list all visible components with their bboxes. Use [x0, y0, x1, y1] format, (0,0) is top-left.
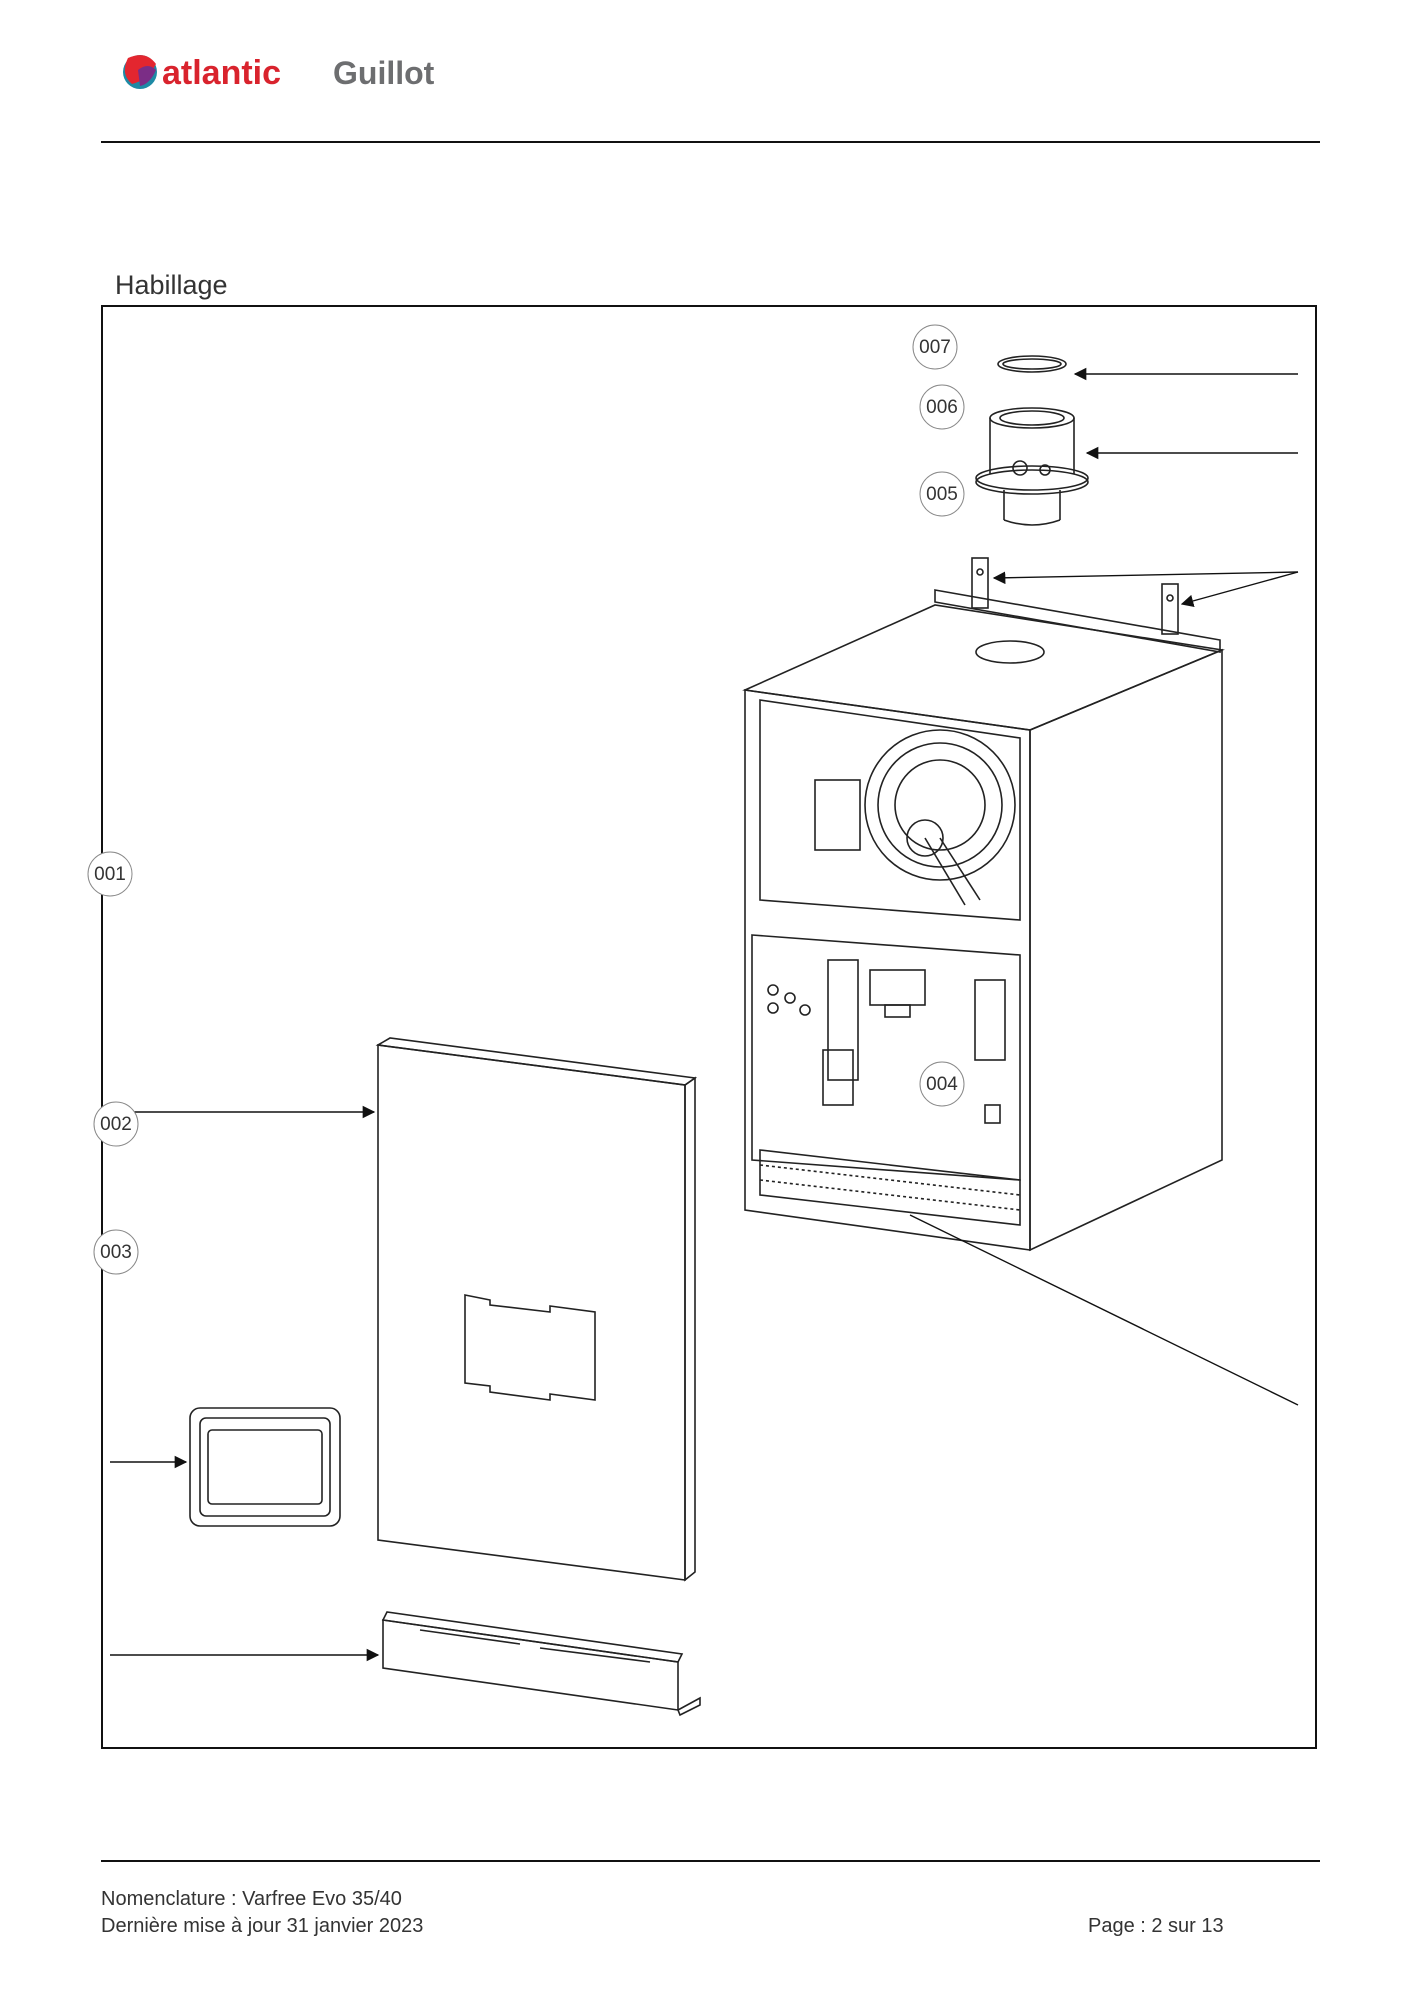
- display-frame-part: [189, 1407, 341, 1527]
- callout-005: 005: [926, 484, 958, 505]
- footer-nomenclature: Nomenclature : Varfree Evo 35/40: [101, 1888, 402, 1910]
- hanging-bracket-left: [971, 557, 989, 609]
- callout-004: 004: [926, 1074, 958, 1095]
- brand-logo: atlantic Guillot: [123, 54, 435, 92]
- flue-adapter-part: [975, 407, 1089, 526]
- callout-003: 003: [100, 1242, 132, 1263]
- footer-divider: [101, 1860, 1320, 1862]
- callout-006: 006: [926, 397, 958, 418]
- bottom-trim-part: [381, 1611, 701, 1717]
- callout-002: 002: [100, 1114, 132, 1135]
- seal-ring-part: [997, 355, 1067, 373]
- boiler-body-part: [742, 589, 1225, 1252]
- callout-001: 001: [94, 864, 126, 885]
- hanging-bracket-right: [1161, 583, 1179, 635]
- logo-text-atlantic: atlantic: [162, 54, 281, 92]
- section-title: Habillage: [115, 270, 228, 300]
- diagram-frame: [101, 305, 1317, 1749]
- front-panel-part: [375, 1037, 698, 1582]
- logo-mark-icon: [123, 55, 157, 89]
- footer-last-update: Dernière mise à jour 31 janvier 2023: [101, 1915, 424, 1937]
- header-divider: [101, 141, 1320, 143]
- logo-text-guillot: Guillot: [333, 55, 435, 91]
- footer-page-number: Page : 2 sur 13: [1088, 1915, 1224, 1937]
- callout-007: 007: [919, 337, 951, 358]
